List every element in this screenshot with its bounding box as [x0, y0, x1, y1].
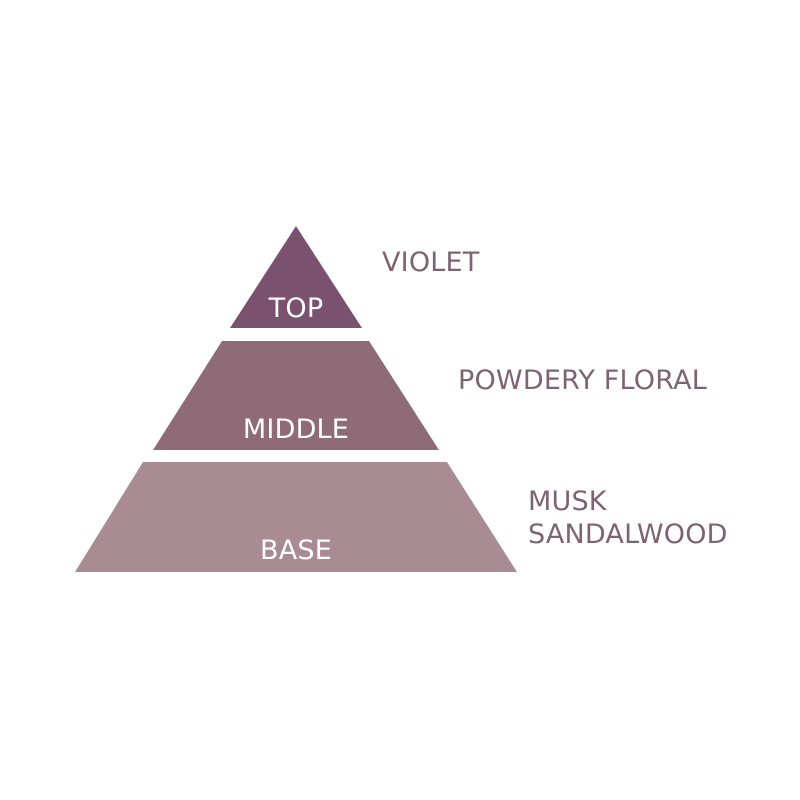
tier-top-shape [230, 226, 362, 328]
tier-base: BASE [75, 462, 517, 572]
note-base-musk: MUSK [528, 486, 608, 517]
note-base-sandalwood: SANDALWOOD [528, 519, 728, 550]
tier-base-label: BASE [260, 535, 332, 566]
tier-top: TOP [230, 226, 362, 328]
note-middle-powdery-floral: POWDERY FLORAL [458, 365, 707, 396]
tier-top-label: TOP [268, 293, 324, 324]
note-top-violet: VIOLET [382, 247, 480, 278]
notes-labels: VIOLET POWDERY FLORAL MUSK SANDALWOOD [382, 247, 728, 550]
tier-base-shape [75, 462, 517, 572]
tier-middle-label: MIDDLE [243, 414, 349, 445]
tier-middle: MIDDLE [153, 341, 439, 450]
tier-middle-shape [153, 341, 439, 450]
